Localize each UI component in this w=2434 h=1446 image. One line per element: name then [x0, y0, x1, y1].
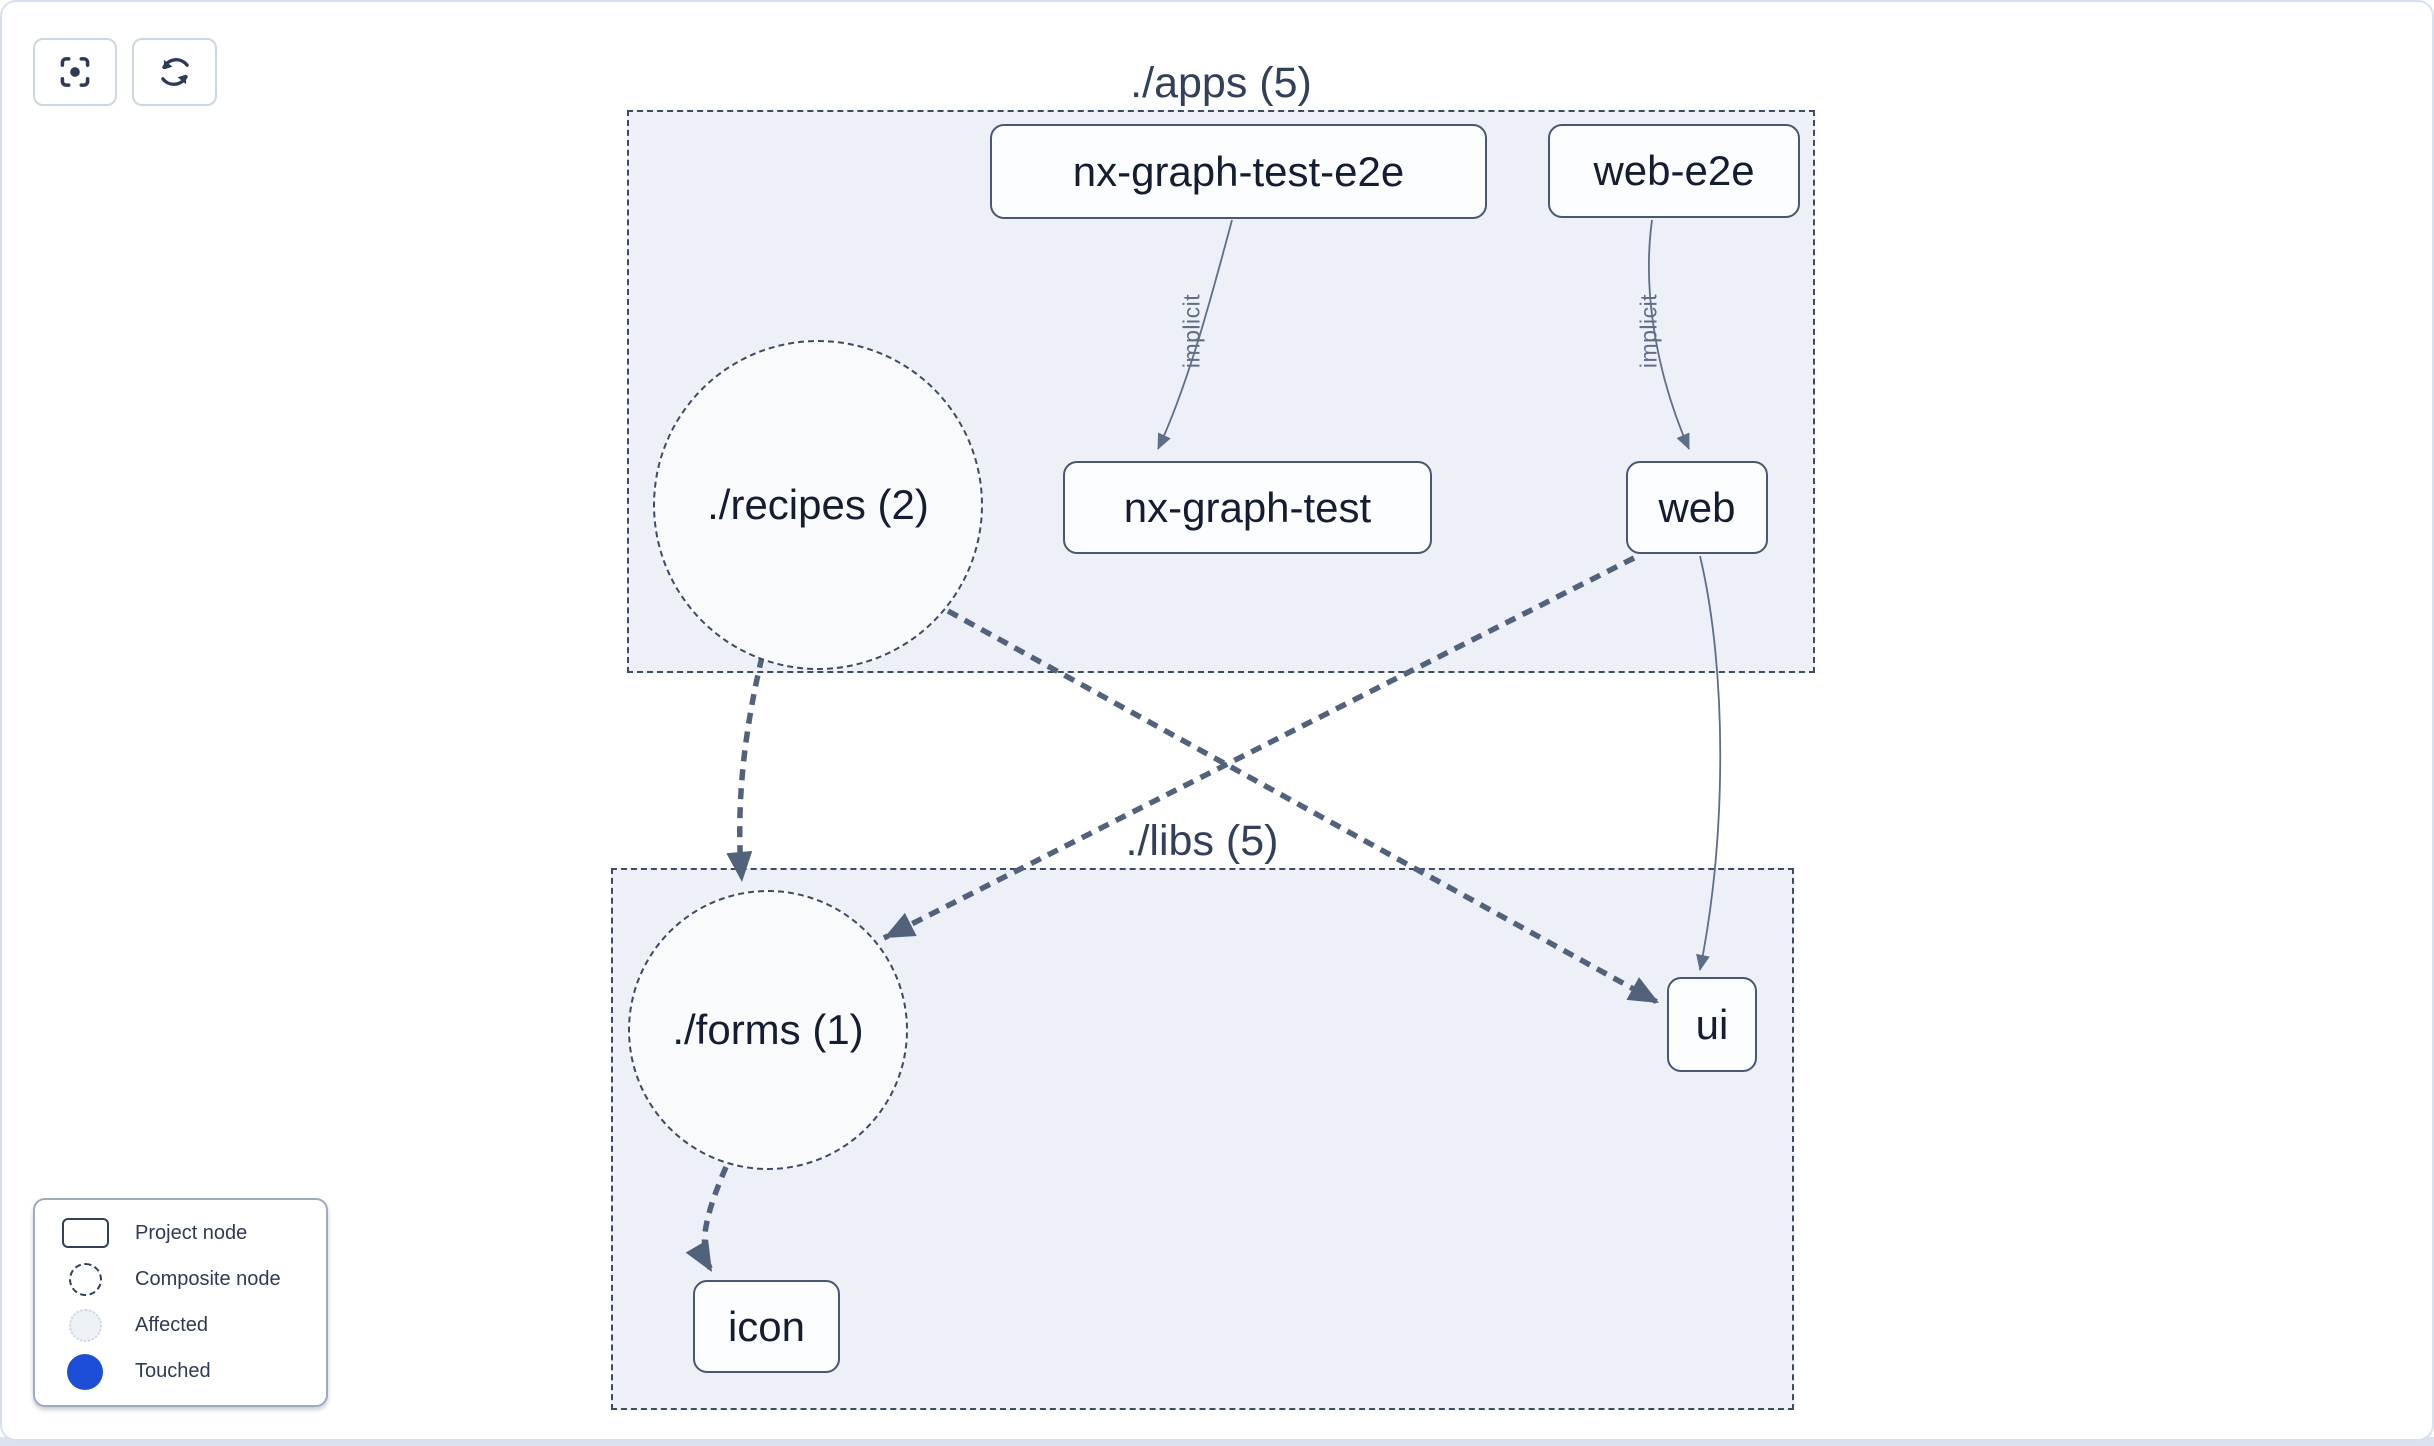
legend-row-composite: Composite node — [35, 1259, 326, 1299]
node-ui[interactable]: ui — [1667, 977, 1757, 1072]
affected-circle-swatch — [35, 1309, 135, 1343]
legend-label-touched: Touched — [135, 1360, 211, 1383]
node-nx-graph-test[interactable]: nx-graph-test — [1063, 461, 1432, 554]
project-rect-swatch — [35, 1218, 135, 1249]
legend-row-project: Project node — [35, 1213, 326, 1253]
composite-circle-swatch — [35, 1262, 135, 1296]
node-web-e2e[interactable]: web-e2e — [1548, 124, 1800, 218]
node-nx-graph-test-e2e[interactable]: nx-graph-test-e2e — [990, 124, 1487, 219]
group-libs-label: ./libs (5) — [1125, 817, 1279, 865]
legend-label-affected: Affected — [135, 1314, 209, 1337]
focus-button[interactable] — [33, 38, 117, 106]
edge-recipes-to-forms — [726, 656, 765, 883]
legend-row-touched: Touched — [35, 1352, 326, 1392]
node-forms-composite[interactable]: ./forms (1) — [628, 890, 908, 1170]
legend-label-project: Project node — [135, 1221, 248, 1244]
legend: Project node Composite node Affected Tou… — [33, 1198, 328, 1407]
legend-label-composite: Composite node — [135, 1267, 281, 1290]
edge-web-to-ui — [1696, 555, 1722, 971]
edge-web-to-forms — [882, 555, 1636, 941]
refresh-icon — [154, 51, 196, 93]
edge-nx-graph-test-e2e-to-nx-graph-test — [1157, 219, 1233, 450]
node-icon[interactable]: icon — [693, 1280, 840, 1373]
touched-circle-swatch — [35, 1353, 135, 1390]
edge-label-implicit-1: implicit — [1178, 293, 1205, 369]
legend-row-affected: Affected — [35, 1306, 326, 1346]
bottom-edge-bar — [0, 1437, 2434, 1446]
node-recipes-composite[interactable]: ./recipes (2) — [653, 340, 983, 670]
edge-web-e2e-to-web — [1648, 219, 1690, 450]
edge-label-implicit-2: implicit — [1635, 293, 1662, 369]
refresh-button[interactable] — [132, 38, 217, 106]
focus-icon — [54, 51, 96, 93]
node-web[interactable]: web — [1626, 461, 1768, 554]
group-apps-label: ./apps (5) — [1130, 59, 1312, 107]
edge-forms-to-icon — [685, 1165, 729, 1274]
edge-recipes-to-ui — [946, 608, 1661, 1006]
